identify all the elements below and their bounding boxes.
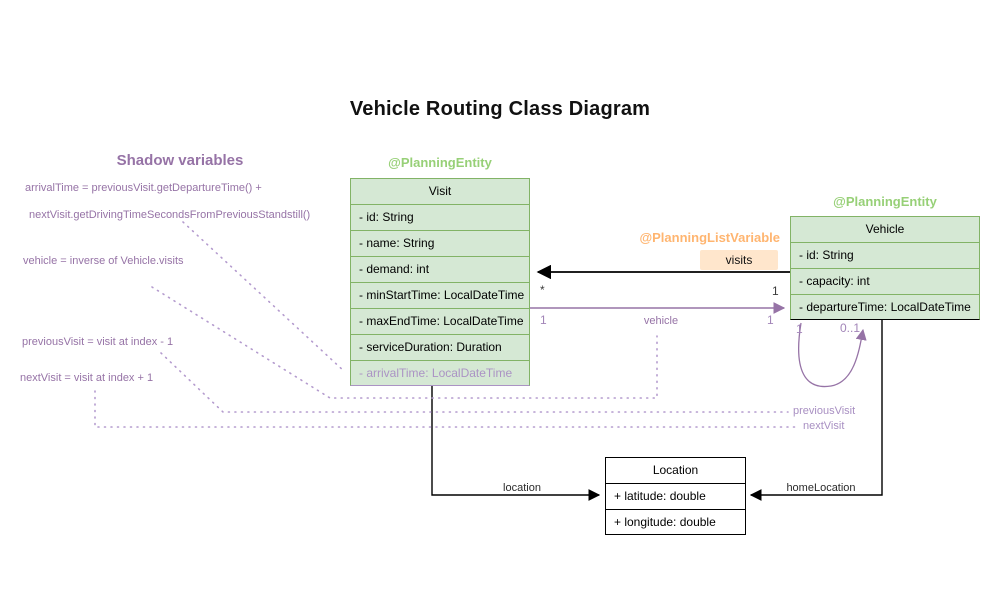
vehicle-class-box: Vehicle - id: String - capacity: int - d… <box>790 216 980 320</box>
planning-list-variable-annotation: @PlanningListVariable <box>639 230 780 245</box>
selfloop-mult-one: 1 <box>796 322 803 336</box>
visit-attr-id: - id: String <box>350 204 530 230</box>
homelocation-edge-label: homeLocation <box>786 482 856 494</box>
edge-home-location <box>749 320 883 501</box>
vehicle-attr-departuretime: - departureTime: LocalDateTime <box>790 294 980 320</box>
vehicle-class-name: Vehicle <box>790 216 980 242</box>
location-attr-longitude: + longitude: double <box>605 509 746 535</box>
vehicle-attr-id: - id: String <box>790 242 980 268</box>
visit-attr-name: - name: String <box>350 230 530 256</box>
visit-attr-demand: - demand: int <box>350 256 530 282</box>
vehicle-mult-target: 1 <box>767 313 774 327</box>
vehicle-attr-capacity: - capacity: int <box>790 268 980 294</box>
visit-attr-minstarttime: - minStartTime: LocalDateTime <box>350 282 530 308</box>
dotted-previousvisit-link <box>160 352 789 413</box>
nextvisit-edge-label: nextVisit <box>803 420 845 432</box>
shadow-formula-previousvisit: previousVisit = visit at index - 1 <box>22 336 174 348</box>
dotted-arrivaltime-link <box>182 221 346 373</box>
visit-attr-maxendtime: - maxEndTime: LocalDateTime <box>350 308 530 334</box>
location-class-box: Location + latitude: double + longitude:… <box>605 457 746 535</box>
visit-class-box: Visit - id: String - name: String - dema… <box>350 178 530 386</box>
visit-class-name: Visit <box>350 178 530 204</box>
visit-attr-serviceduration: - serviceDuration: Duration <box>350 334 530 360</box>
shadow-variables-heading: Shadow variables <box>116 152 244 169</box>
location-class-name: Location <box>605 457 746 483</box>
visits-edge-label: visits <box>700 250 778 270</box>
shadow-formula-nextvisit: nextVisit = visit at index + 1 <box>20 372 154 384</box>
visits-mult-many: * <box>540 283 545 297</box>
vehicle-edge-label: vehicle <box>643 315 679 327</box>
shadow-formula-arrivaltime-cont: nextVisit.getDrivingTimeSecondsFromPrevi… <box>29 209 311 221</box>
shadow-formula-arrivaltime: arrivalTime = previousVisit.getDeparture… <box>25 182 262 194</box>
edge-location <box>431 386 601 501</box>
edge-self-loop <box>797 322 867 388</box>
page-title: Vehicle Routing Class Diagram <box>349 98 651 120</box>
vehicle-planning-entity-annotation: @PlanningEntity <box>833 194 937 209</box>
location-edge-label: location <box>503 482 541 494</box>
dotted-vehicle-link <box>151 286 658 399</box>
dotted-nextvisit-link <box>94 390 799 428</box>
vehicle-mult-source: 1 <box>540 313 547 327</box>
visits-mult-one: 1 <box>772 284 779 298</box>
location-attr-latitude: + latitude: double <box>605 483 746 509</box>
visit-planning-entity-annotation: @PlanningEntity <box>388 155 492 170</box>
visit-attr-arrivaltime-shadow: - arrivalTime: LocalDateTime <box>350 360 530 386</box>
shadow-formula-vehicle: vehicle = inverse of Vehicle.visits <box>23 255 184 267</box>
selfloop-mult-zero-one: 0..1 <box>840 321 861 335</box>
previousvisit-edge-label: previousVisit <box>793 405 856 417</box>
